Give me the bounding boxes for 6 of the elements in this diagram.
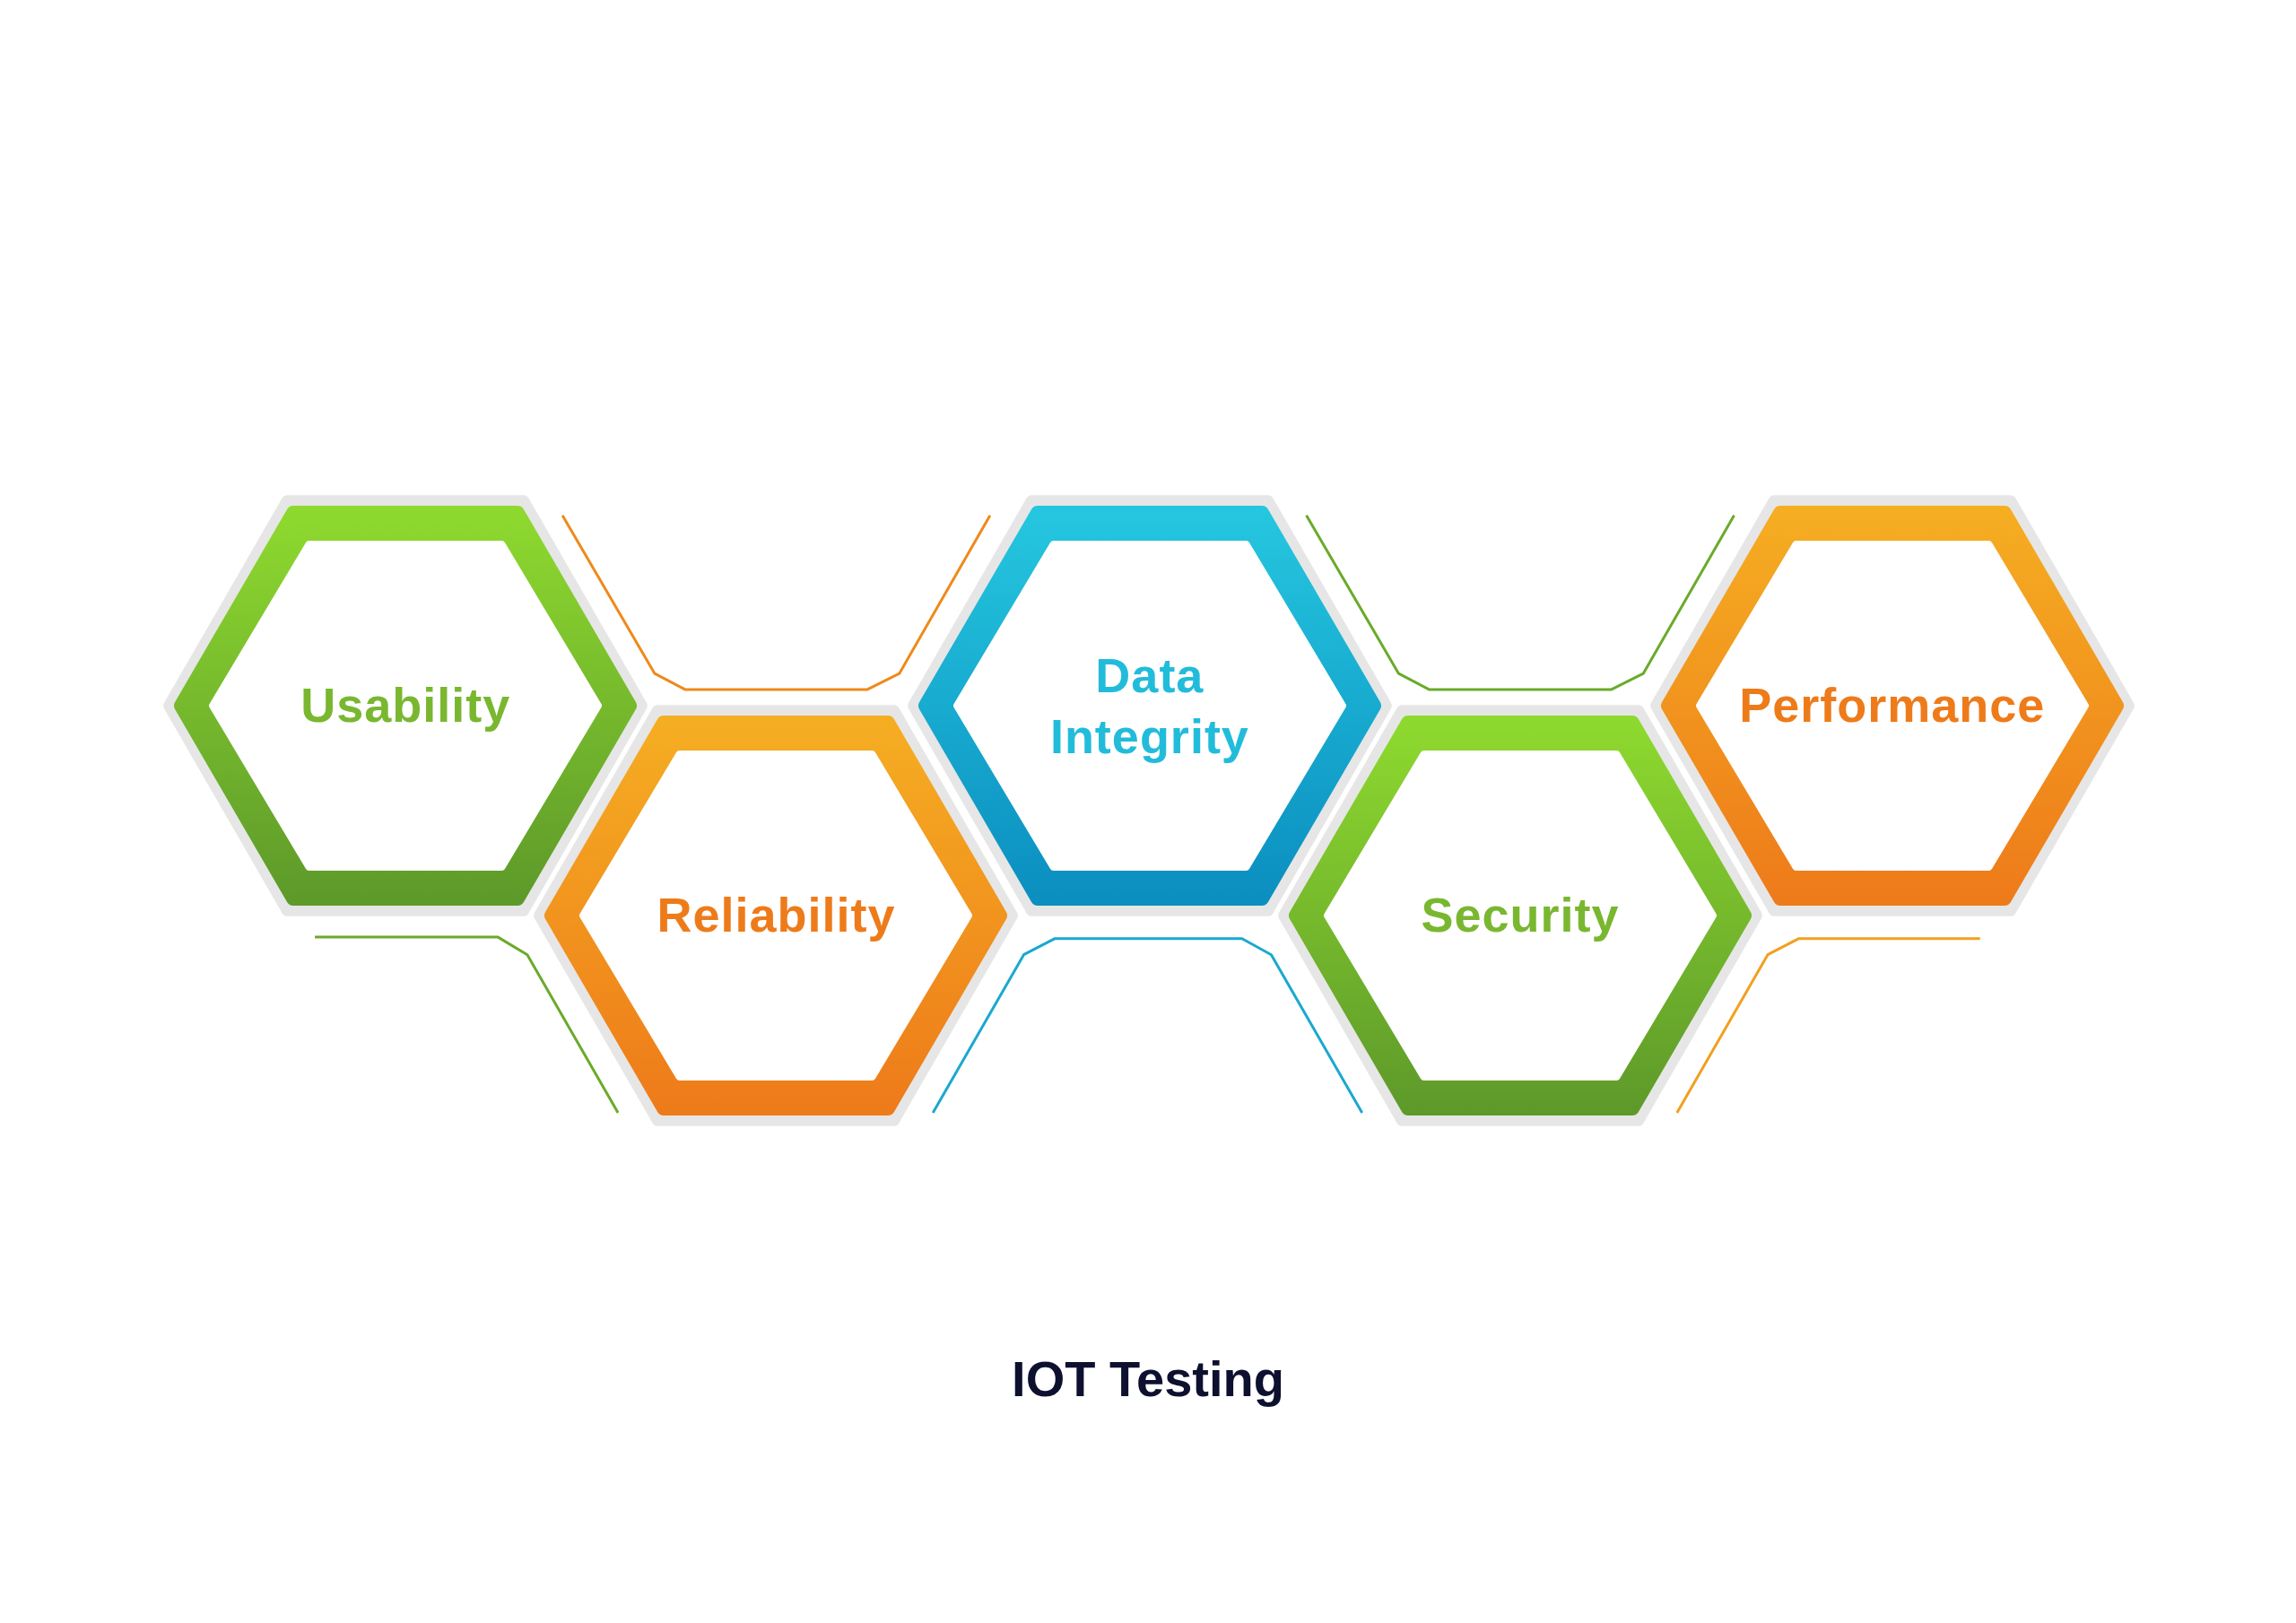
node-label: Performance (1738, 677, 2047, 734)
caption: IOT Testing (1012, 1350, 1284, 1407)
node-label: Security (1420, 886, 1621, 943)
node-label: Reliability (656, 886, 897, 943)
node-label: Data Integrity (1048, 647, 1250, 765)
node-label: Usability (300, 677, 512, 734)
